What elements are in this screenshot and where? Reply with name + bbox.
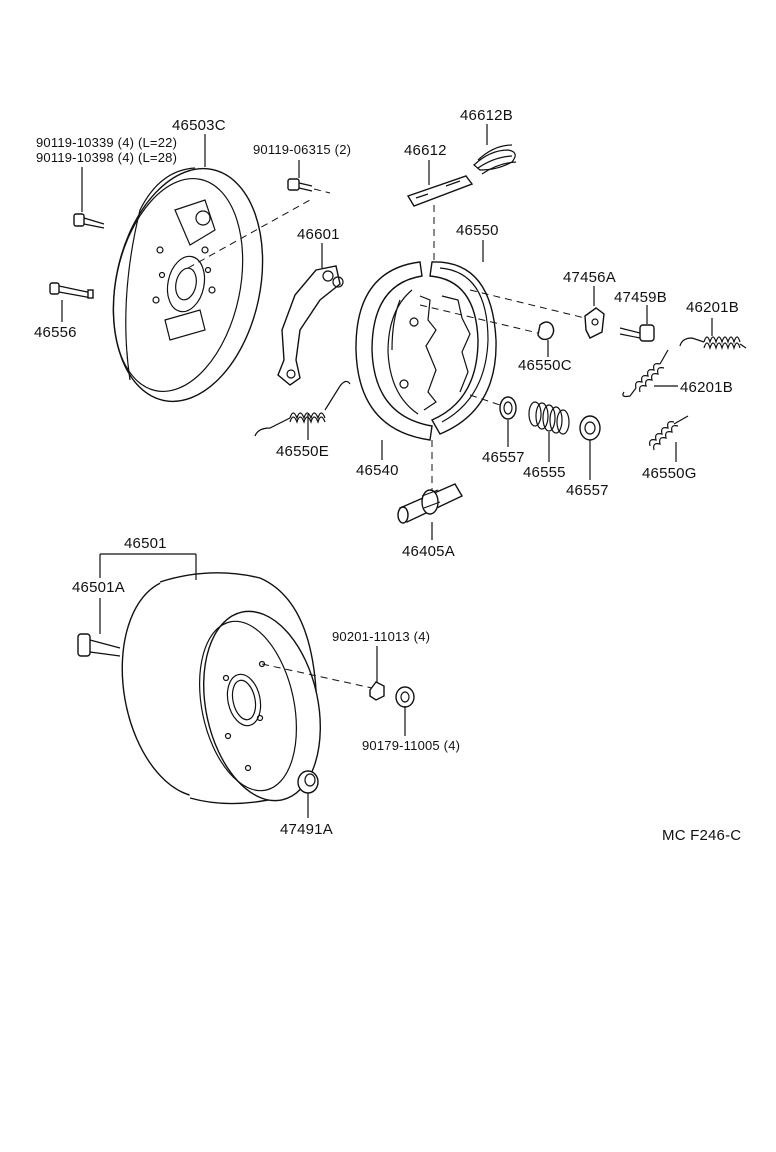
nut-90179-part xyxy=(395,686,415,708)
brake-shoe-front-part xyxy=(355,261,471,441)
label-46501: 46501 xyxy=(124,535,167,552)
label-46501A: 46501A xyxy=(72,579,125,596)
label-46405A: 46405A xyxy=(402,543,455,560)
bolt-90119-06315-part xyxy=(287,178,313,192)
label-46612B: 46612B xyxy=(460,107,513,124)
label-46550E: 46550E xyxy=(276,443,329,460)
label-90179-11005: 90179-11005 (4) xyxy=(362,738,461,753)
label-46201B-top: 46201B xyxy=(686,299,739,316)
spring-46201B-mid-part xyxy=(622,349,669,398)
label-46503C: 46503C xyxy=(172,117,226,134)
label-46555: 46555 xyxy=(523,464,566,481)
spring-46612B-part xyxy=(473,144,517,175)
label-46557-left: 46557 xyxy=(482,449,525,466)
label-46601: 46601 xyxy=(297,226,340,243)
label-47491A: 47491A xyxy=(280,821,333,838)
label-90119-10339: 90119-10339 (4) (L=22) xyxy=(36,135,178,150)
brake-shoe-rear-part xyxy=(429,261,497,435)
plate-47456A-part xyxy=(584,307,605,339)
spring-46201B-top-part xyxy=(679,336,747,351)
strut-46612-part xyxy=(406,175,474,207)
label-46557-right: 46557 xyxy=(566,482,609,499)
label-46201B-mid: 46201B xyxy=(680,379,733,396)
bolt-46556-part xyxy=(49,282,94,299)
bolt-47459B-part xyxy=(619,324,655,342)
label-46540: 46540 xyxy=(356,462,399,479)
label-46550G: 46550G xyxy=(642,465,697,482)
bolt-90119-10339-part xyxy=(73,213,105,229)
label-47456A: 47456A xyxy=(563,269,616,286)
label-46556: 46556 xyxy=(34,324,77,341)
brake-drum-part xyxy=(121,572,321,805)
label-46612: 46612 xyxy=(404,142,447,159)
adjuster-46405A-part xyxy=(397,483,463,524)
plug-47491A-part xyxy=(297,770,319,794)
label-90201-11013: 90201-11013 (4) xyxy=(332,629,431,644)
label-46550C: 46550C xyxy=(518,357,572,374)
label-90119-10398: 90119-10398 (4) (L=28) xyxy=(36,150,178,165)
spring-46550G-part xyxy=(649,415,689,451)
label-47459B: 47459B xyxy=(614,289,667,306)
washer-90201-part xyxy=(369,681,385,701)
bolt-46501A-part xyxy=(77,633,121,657)
diagram-code: MC F246-C xyxy=(662,827,742,844)
spring-46550E-part xyxy=(254,380,351,437)
parking-lever-part xyxy=(277,265,344,386)
label-90119-06315: 90119-06315 (2) xyxy=(253,142,352,157)
spring-46555-part xyxy=(528,401,570,435)
retainer-46550C-part xyxy=(537,321,555,341)
cup-46557-right-part xyxy=(579,415,601,441)
backing-plate-part xyxy=(112,167,264,403)
cup-46557-left-part xyxy=(499,396,517,420)
label-46550: 46550 xyxy=(456,222,499,239)
